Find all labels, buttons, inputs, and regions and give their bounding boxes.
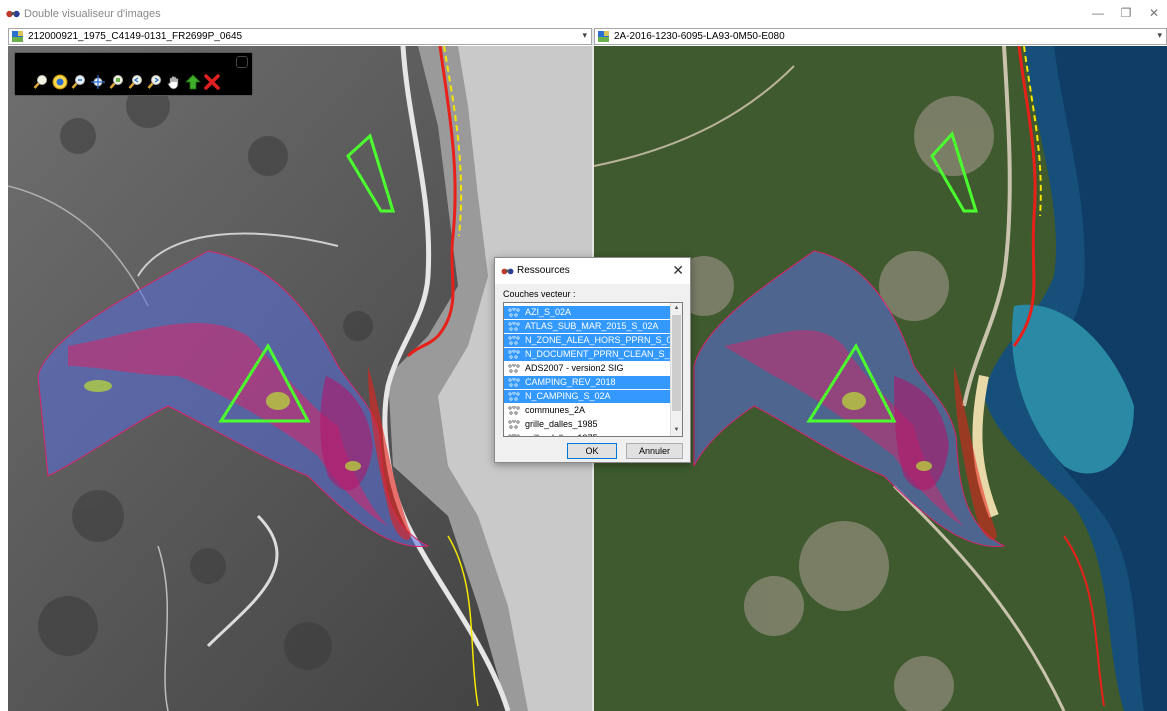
right-image-name: 2A-2016-1230-6095-LA93-0M50-E080 [614,31,785,42]
layer-label: ATLAS_SUB_MAR_2015_S_02A [525,321,659,331]
list-item[interactable]: AZI_S_02A [504,306,670,319]
chevron-down-icon[interactable]: ▾ [582,30,587,40]
list-item[interactable]: CAMPING_REV_2018 [504,376,670,389]
cancel-button[interactable]: Annuler [626,443,683,459]
zoom-next-icon[interactable] [146,73,163,90]
list-item[interactable]: ADS2007 - version2 SIG [504,362,670,375]
map-toolbar [14,52,253,96]
layer-label: CAMPING_REV_2018 [525,377,616,387]
right-aerial-map[interactable] [594,46,1167,711]
chevron-down-icon[interactable]: ▾ [1157,30,1162,40]
vector-layers-label: Couches vecteur : [503,289,576,299]
layer-label: N_ZONE_ALEA_HORS_PPRN_S_02A [525,335,670,345]
close-window-button[interactable]: ✕ [1148,6,1160,20]
raster-layer-icon [598,31,609,42]
toolbar-close-handle[interactable] [236,56,248,68]
ressources-dialog: Ressources ✕ Couches vecteur : AZI_S_02A… [494,257,691,463]
app-binoculars-icon [6,10,20,18]
layer-label: AZI_S_02A [525,307,572,317]
vector-layer-icon [508,392,520,401]
list-scrollbar[interactable]: ▲ ▼ [670,303,682,436]
raster-layer-icon [12,31,23,42]
right-map-view[interactable] [594,46,1167,711]
window-titlebar: Double visualiseur d'images — ❐ ✕ [0,0,1167,27]
list-item[interactable]: grille_dalles_1985 [504,418,670,431]
vector-layer-icon [508,434,520,436]
scroll-thumb[interactable] [672,315,681,411]
list-item[interactable]: N_DOCUMENT_PPRN_CLEAN_S_02A [504,348,670,361]
left-image-selector[interactable]: 212000921_1975_C4149-0131_FR2699P_0645 ▾ [8,28,592,45]
zoom-previous-icon[interactable] [127,73,144,90]
vector-layer-icon [508,420,520,429]
vector-layers-list[interactable]: AZI_S_02A ATLAS_SUB_MAR_2015_S_02A N_ZONE_… [503,302,683,437]
list-item[interactable]: N_CAMPING_S_02A [504,390,670,403]
layer-label: N_CAMPING_S_02A [525,391,611,401]
zoom-active-icon[interactable] [51,73,68,90]
vector-layer-icon [508,336,520,345]
vector-layer-icon [508,378,520,387]
vector-layer-icon [508,406,520,415]
layer-label: N_DOCUMENT_PPRN_CLEAN_S_02A [525,349,670,359]
restore-button[interactable]: ❐ [1120,6,1132,20]
zoom-layer-icon[interactable] [108,73,125,90]
app-binoculars-icon [501,268,514,275]
zoom-in-icon[interactable] [32,73,49,90]
minimize-button[interactable]: — [1092,6,1104,20]
list-item[interactable]: grille_dalles_1975 [504,432,670,436]
layer-label: grille_dalles_1985 [525,419,598,429]
layer-label: ADS2007 - version2 SIG [525,363,624,373]
scroll-up-icon[interactable]: ▲ [673,305,680,311]
dialog-titlebar[interactable]: Ressources ✕ [495,258,690,284]
window-title: Double visualiseur d'images [24,8,161,20]
scroll-down-icon[interactable]: ▼ [673,427,680,433]
list-item[interactable]: N_ZONE_ALEA_HORS_PPRN_S_02A [504,334,670,347]
vector-layer-icon [508,322,520,331]
ok-button[interactable]: OK [567,443,617,459]
zoom-extent-icon[interactable] [89,73,106,90]
back-arrow-icon[interactable] [184,73,201,90]
zoom-out-icon[interactable] [70,73,87,90]
vector-layer-icon [508,350,520,359]
right-image-selector[interactable]: 2A-2016-1230-6095-LA93-0M50-E080 ▾ [594,28,1167,45]
pan-hand-icon[interactable] [165,73,182,90]
list-item[interactable]: ATLAS_SUB_MAR_2015_S_02A [504,320,670,333]
clear-icon[interactable] [203,73,220,90]
vector-layer-icon [508,364,520,373]
layer-label: communes_2A [525,405,586,415]
toolbar-tools [32,73,220,90]
list-item[interactable]: communes_2A [504,404,670,417]
vector-layer-icon [508,308,520,317]
dialog-close-button[interactable]: ✕ [672,262,684,278]
dialog-title: Ressources [517,265,570,276]
left-image-name: 212000921_1975_C4149-0131_FR2699P_0645 [28,31,243,42]
layer-label: grille_dalles_1975 [525,433,598,436]
